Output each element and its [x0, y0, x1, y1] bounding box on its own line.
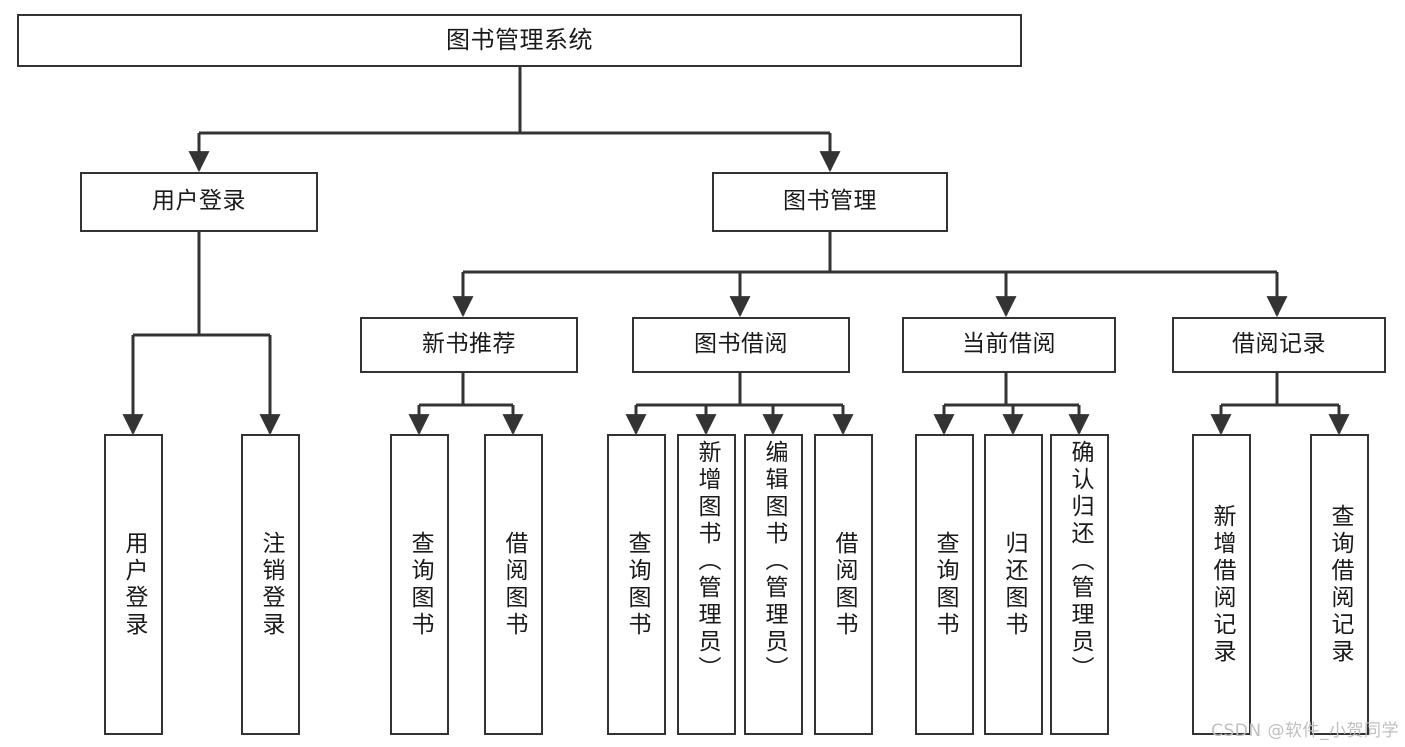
leaf-book-borrow-1-label: 查询图书 — [624, 530, 650, 639]
leaf-user-login-1-label: 用户登录 — [121, 530, 147, 639]
leaf-new-book-rec-1[interactable]: 查询图书 — [390, 434, 449, 735]
leaf-user-login-2-label: 注销登录 — [258, 530, 284, 639]
node-root-system-label: 图书管理系统 — [446, 26, 593, 55]
node-new-book-rec[interactable]: 新书推荐 — [360, 317, 578, 373]
leaf-user-login-1[interactable]: 用户登录 — [104, 434, 163, 735]
leaf-user-login-2[interactable]: 注销登录 — [241, 434, 300, 735]
node-user-login-label: 用户登录 — [152, 188, 246, 215]
node-user-login[interactable]: 用户登录 — [80, 172, 318, 232]
leaf-current-borrow-2[interactable]: 归还图书 — [984, 434, 1043, 735]
leaf-new-book-rec-2-label: 借阅图书 — [501, 530, 527, 639]
leaf-book-borrow-3[interactable]: 编辑图书（管理员） — [744, 434, 803, 735]
node-book-borrow[interactable]: 图书借阅 — [632, 317, 850, 373]
node-current-borrow-label: 当前借阅 — [962, 331, 1056, 358]
node-current-borrow[interactable]: 当前借阅 — [902, 317, 1116, 373]
leaf-new-book-rec-2[interactable]: 借阅图书 — [484, 434, 543, 735]
leaf-book-borrow-4-label: 借阅图书 — [831, 530, 857, 639]
leaf-new-book-rec-1-label: 查询图书 — [407, 530, 433, 639]
leaf-current-borrow-3[interactable]: 确认归还（管理员） — [1050, 434, 1109, 735]
node-new-book-rec-label: 新书推荐 — [422, 331, 516, 358]
node-borrow-record[interactable]: 借阅记录 — [1172, 317, 1386, 373]
leaf-current-borrow-1[interactable]: 查询图书 — [915, 434, 974, 735]
leaf-current-borrow-1-label: 查询图书 — [932, 530, 958, 639]
leaf-current-borrow-2-label: 归还图书 — [1001, 530, 1027, 639]
node-book-manage-label: 图书管理 — [783, 188, 877, 215]
leaf-book-borrow-2-label: 新增图书（管理员） — [694, 440, 720, 683]
leaf-borrow-record-2-label: 查询借阅记录 — [1327, 503, 1353, 666]
leaf-book-borrow-2[interactable]: 新增图书（管理员） — [677, 434, 736, 735]
node-root-system[interactable]: 图书管理系统 — [17, 14, 1022, 67]
leaf-current-borrow-3-label: 确认归还（管理员） — [1067, 440, 1093, 683]
node-borrow-record-label: 借阅记录 — [1232, 331, 1326, 358]
node-book-manage[interactable]: 图书管理 — [712, 172, 948, 232]
leaf-borrow-record-1[interactable]: 新增借阅记录 — [1192, 434, 1251, 735]
leaf-book-borrow-1[interactable]: 查询图书 — [607, 434, 666, 735]
leaf-book-borrow-4[interactable]: 借阅图书 — [814, 434, 873, 735]
node-book-borrow-label: 图书借阅 — [694, 331, 788, 358]
leaf-borrow-record-1-label: 新增借阅记录 — [1209, 503, 1235, 666]
leaf-book-borrow-3-label: 编辑图书（管理员） — [761, 440, 787, 683]
leaf-borrow-record-2[interactable]: 查询借阅记录 — [1310, 434, 1369, 735]
